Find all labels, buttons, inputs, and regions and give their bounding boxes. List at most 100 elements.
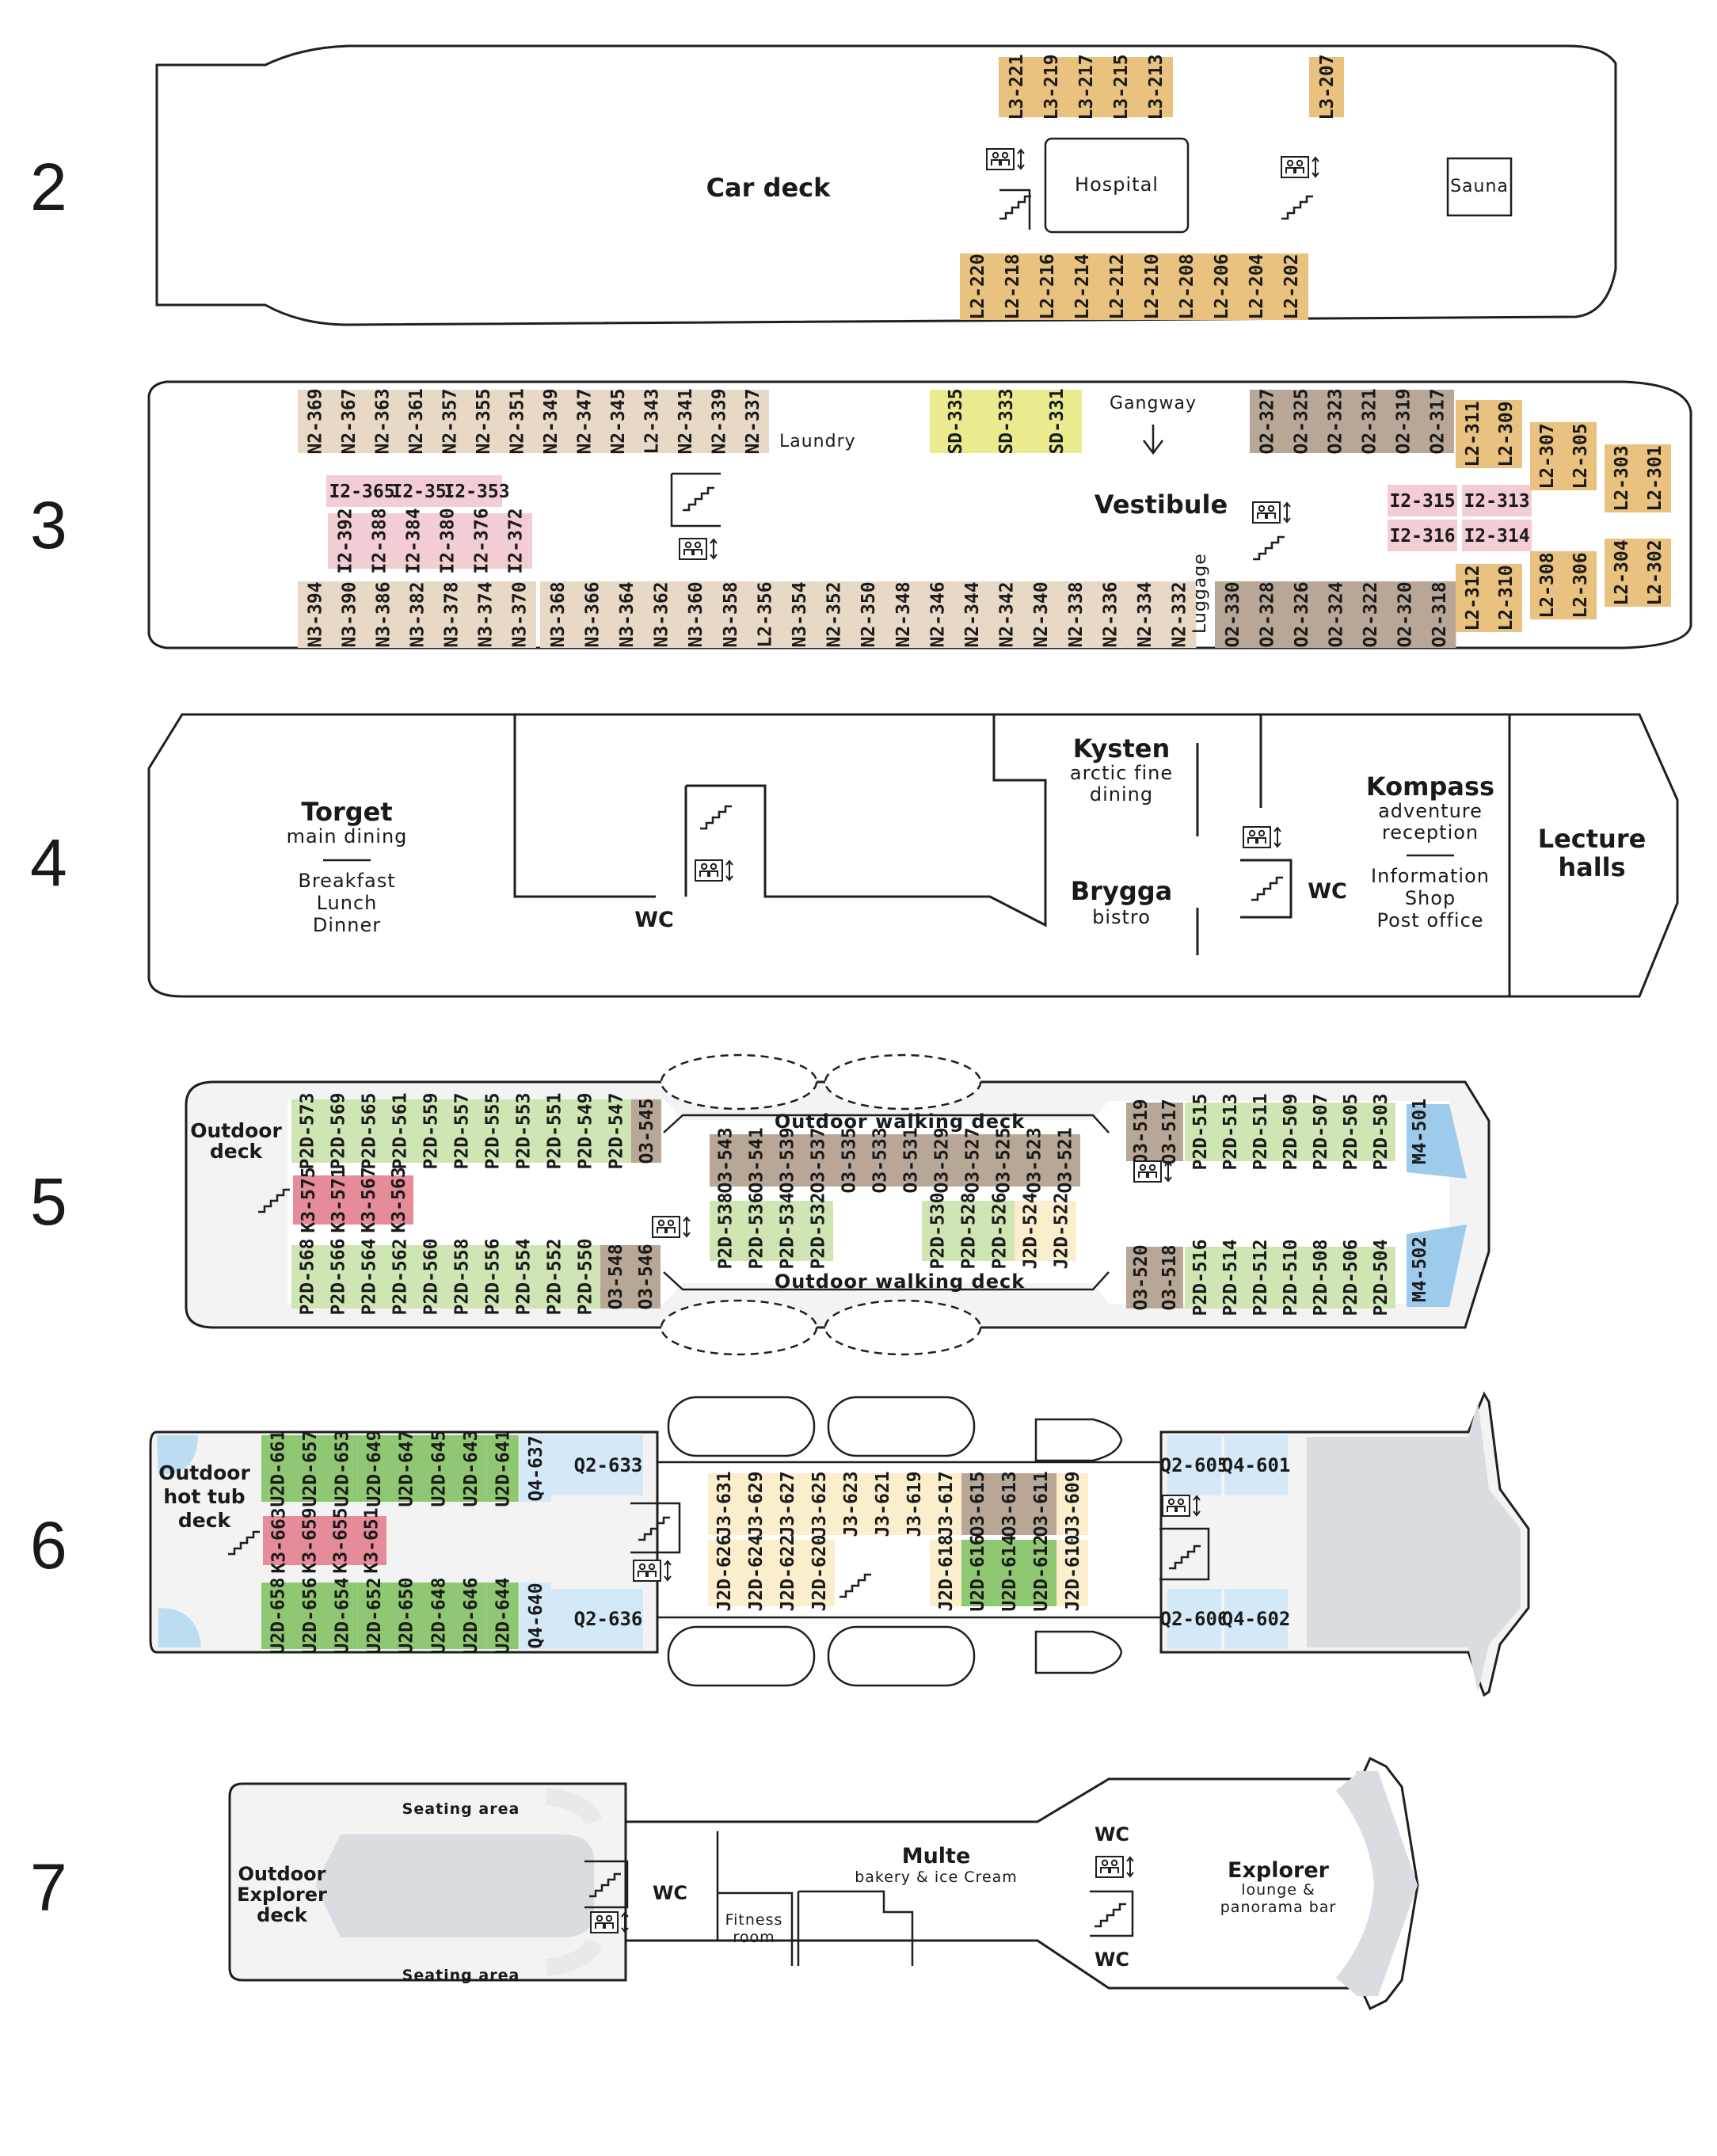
cabin-n3-366[interactable]	[574, 581, 610, 648]
cabin-i2-313[interactable]	[1462, 485, 1532, 516]
cabin-l2-210[interactable]	[1134, 253, 1169, 320]
cabin-j2d-624[interactable]	[740, 1540, 771, 1606]
cabin-p2d-530[interactable]	[922, 1201, 953, 1261]
cabin-u2d-647[interactable]	[390, 1435, 422, 1502]
cabin-p2d-553[interactable]	[508, 1099, 539, 1163]
cabin-l3-213[interactable]	[1138, 57, 1173, 117]
cabin-sd-335[interactable]	[930, 390, 980, 453]
cabin-i2-316[interactable]	[1388, 520, 1457, 551]
cabin-o2-321[interactable]	[1352, 390, 1386, 453]
cabin-o2-318[interactable]	[1422, 581, 1456, 648]
cabin-p2d-569[interactable]	[322, 1099, 353, 1163]
cabin-u2d-612[interactable]	[1025, 1540, 1056, 1606]
cabin-sd-333[interactable]	[980, 390, 1031, 453]
cabin-n3-386[interactable]	[366, 581, 400, 648]
cabin-j3-631[interactable]	[708, 1473, 740, 1535]
cabin-o3-517[interactable]	[1155, 1103, 1183, 1161]
cabin-j3-609[interactable]	[1056, 1473, 1088, 1535]
cabin-p2d-532[interactable]	[802, 1201, 833, 1261]
cabin-n3-374[interactable]	[468, 581, 502, 648]
cabin-o2-326[interactable]	[1284, 581, 1319, 648]
cabin-u2d-648[interactable]	[422, 1583, 455, 1649]
cabin-j2d-522[interactable]	[1045, 1201, 1076, 1261]
cabin-o3-539[interactable]	[771, 1134, 802, 1187]
cabin-p2d-534[interactable]	[771, 1201, 802, 1261]
cabin-k3-659[interactable]	[294, 1516, 325, 1565]
cabin-l2-301[interactable]	[1638, 444, 1671, 512]
cabin-l2-308[interactable]	[1530, 551, 1563, 619]
cabin-l2-218[interactable]	[995, 253, 1030, 320]
cabin-p2d-514[interactable]	[1215, 1247, 1245, 1308]
cabin-n2-342[interactable]	[988, 581, 1024, 648]
cabin-n2-355[interactable]	[466, 390, 501, 453]
cabin-p2d-538[interactable]	[710, 1201, 740, 1261]
cabin-p2d-515[interactable]	[1185, 1103, 1215, 1161]
cabin-q2-606[interactable]	[1167, 1589, 1221, 1649]
cabin-l2-220[interactable]	[960, 253, 995, 320]
cabin-p2d-565[interactable]	[353, 1099, 384, 1163]
cabin-l3-207[interactable]	[1309, 57, 1344, 117]
cabin-j2d-620[interactable]	[803, 1540, 835, 1606]
cabin-l2-216[interactable]	[1030, 253, 1064, 320]
cabin-u2d-650[interactable]	[390, 1583, 422, 1649]
cabin-u2d-652[interactable]	[357, 1583, 390, 1649]
cabin-n3-390[interactable]	[332, 581, 366, 648]
cabin-p2d-513[interactable]	[1215, 1103, 1245, 1161]
cabin-o3-529[interactable]	[926, 1134, 957, 1187]
cabin-o3-525[interactable]	[988, 1134, 1018, 1187]
cabin-p2d-564[interactable]	[353, 1245, 384, 1308]
cabin-j3-619[interactable]	[898, 1473, 930, 1535]
cabin-l2-202[interactable]	[1273, 253, 1308, 320]
cabin-u2d-616[interactable]	[961, 1540, 993, 1606]
cabin-j3-617[interactable]	[930, 1473, 961, 1535]
cabin-o3-546[interactable]	[630, 1245, 661, 1308]
cabin-n2-340[interactable]	[1023, 581, 1058, 648]
cabin-i2-376[interactable]	[464, 513, 498, 569]
cabin-k3-571[interactable]	[323, 1175, 353, 1225]
cabin-n2-352[interactable]	[816, 581, 851, 648]
cabin-m4-501[interactable]	[1407, 1104, 1467, 1179]
cabin-n3-360[interactable]	[678, 581, 713, 648]
cabin-o3-541[interactable]	[740, 1134, 771, 1187]
cabin-o3-527[interactable]	[957, 1134, 988, 1187]
cabin-q4-602[interactable]	[1224, 1589, 1288, 1649]
cabin-p2d-507[interactable]	[1305, 1103, 1335, 1161]
cabin-i2-365[interactable]	[326, 475, 398, 507]
cabin-j2d-626[interactable]	[708, 1540, 740, 1606]
cabin-p2d-554[interactable]	[508, 1245, 539, 1308]
cabin-o3-531[interactable]	[895, 1134, 926, 1187]
cabin-j3-627[interactable]	[771, 1473, 803, 1535]
cabin-o3-613[interactable]	[993, 1473, 1025, 1535]
cabin-n2-345[interactable]	[600, 390, 635, 453]
cabin-o2-325[interactable]	[1284, 390, 1318, 453]
cabin-n3-370[interactable]	[502, 581, 536, 648]
cabin-n3-368[interactable]	[540, 581, 575, 648]
cabin-k3-567[interactable]	[353, 1175, 383, 1225]
cabin-p2d-573[interactable]	[291, 1099, 322, 1163]
cabin-o3-545[interactable]	[631, 1099, 661, 1163]
cabin-j2d-622[interactable]	[771, 1540, 803, 1606]
cabin-l2-208[interactable]	[1169, 253, 1204, 320]
cabin-p2d-503[interactable]	[1365, 1103, 1395, 1161]
cabin-p2d-508[interactable]	[1305, 1247, 1335, 1308]
cabin-n2-332[interactable]	[1161, 581, 1197, 648]
cabin-l2-303[interactable]	[1605, 444, 1638, 512]
cabin-o2-324[interactable]	[1318, 581, 1353, 648]
cabin-u2d-654[interactable]	[326, 1583, 358, 1649]
cabin-p2d-536[interactable]	[740, 1201, 771, 1261]
cabin-l2-309[interactable]	[1489, 400, 1522, 468]
cabin-p2d-510[interactable]	[1275, 1247, 1305, 1308]
cabin-o3-611[interactable]	[1025, 1473, 1056, 1535]
cabin-i2-372[interactable]	[498, 513, 532, 569]
cabin-l2-312[interactable]	[1456, 564, 1489, 632]
cabin-u2d-653[interactable]	[326, 1435, 358, 1502]
cabin-u2d-646[interactable]	[454, 1583, 487, 1649]
cabin-l2-356[interactable]	[747, 581, 782, 648]
cabin-sd-331[interactable]	[1031, 390, 1082, 453]
cabin-l2-302[interactable]	[1638, 539, 1671, 607]
cabin-u2d-641[interactable]	[486, 1435, 519, 1502]
cabin-n2-341[interactable]	[668, 390, 702, 453]
cabin-p2d-512[interactable]	[1245, 1247, 1275, 1308]
cabin-u2d-658[interactable]	[261, 1583, 294, 1649]
cabin-o3-543[interactable]	[710, 1134, 740, 1187]
